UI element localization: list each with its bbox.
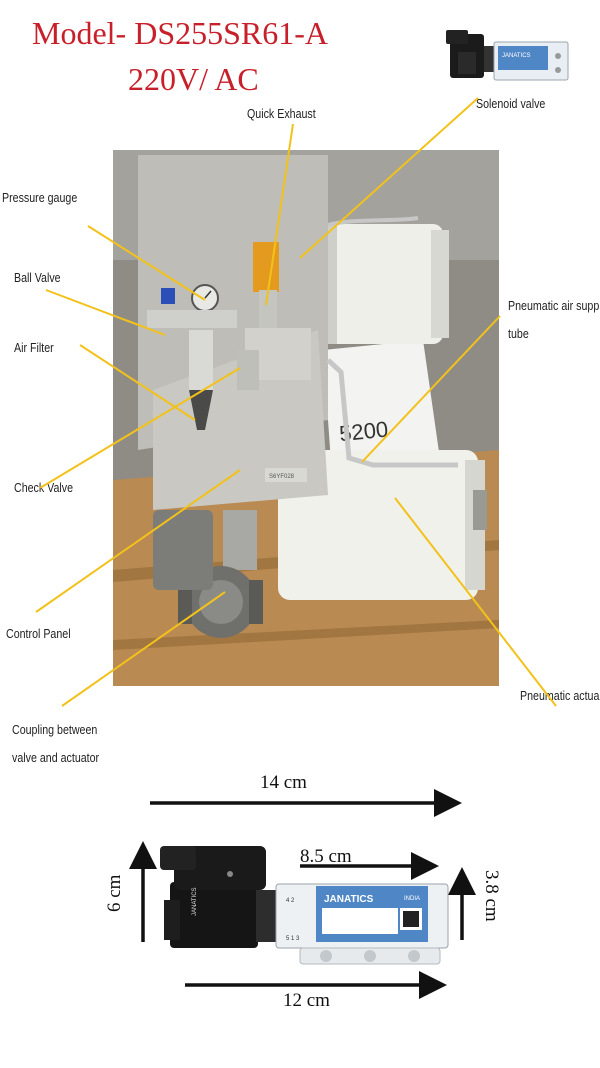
label-solenoid-valve: Solenoid valve [476, 96, 546, 111]
dim-overall-height: 6 cm [104, 874, 125, 912]
dim-base-length: 12 cm [283, 990, 330, 1011]
dim-valve-body-length: 8.5 cm [300, 846, 352, 867]
label-pneumatic-air-supply-line2: tube [508, 326, 529, 341]
label-coupling-line1: Coupling between [12, 722, 98, 737]
assembly-photo: 5200 S6YF028 [113, 150, 499, 686]
label-pneumatic-actuator: Pneumatic actua [520, 688, 600, 703]
model-title: Model- DS255SR61-A [32, 15, 329, 51]
thumb-brand-text: JANATICS [502, 53, 531, 59]
label-check-valve: Check Valve [14, 480, 74, 495]
label-control-panel: Control Panel [6, 626, 71, 641]
label-pneumatic-air-supply-line1: Pneumatic air supp [508, 298, 600, 313]
voltage-title: 220V/ AC [128, 61, 259, 97]
label-quick-exhaust: Quick Exhaust [247, 106, 316, 121]
label-pressure-gauge: Pressure gauge [2, 190, 78, 205]
valve-country-text: INDIA [404, 896, 420, 902]
dim-body-height: 3.8 cm [481, 870, 502, 922]
valve-brand-text: JANATICS [324, 894, 374, 905]
valve-ports-text: 4 2 [286, 898, 295, 904]
valve-ports-bottom-text: 5 1 3 [286, 936, 300, 942]
photo-nameplate: S6YF028 [269, 474, 295, 480]
label-ball-valve: Ball Valve [14, 270, 61, 285]
label-coupling-line2: valve and actuator [12, 750, 100, 765]
coil-brand-text: JANATICS [192, 887, 198, 916]
dim-overall-length: 14 cm [260, 772, 307, 793]
solenoid-thumbnail: JANATICS [446, 30, 569, 81]
label-air-filter: Air Filter [14, 340, 54, 355]
